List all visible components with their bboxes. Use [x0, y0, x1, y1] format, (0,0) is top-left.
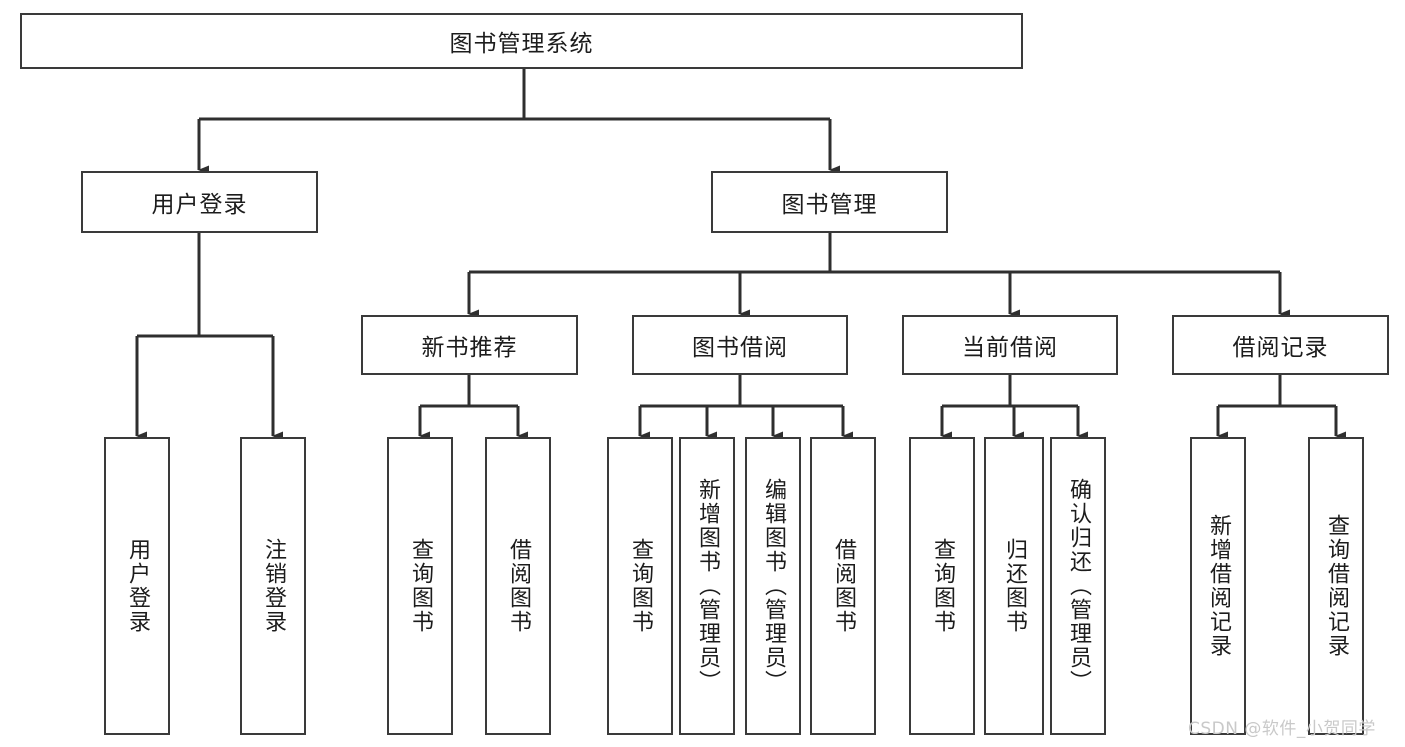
- node-leaf-return-book[interactable]: 归还图书: [984, 437, 1044, 735]
- node-label-leaf-user-logout: 注销登录: [260, 538, 286, 634]
- node-book-borrow[interactable]: 图书借阅: [632, 315, 848, 375]
- node-label-current-borrow: 当前借阅: [962, 335, 1058, 361]
- watermark: CSDN @软件_小贺同学: [1188, 719, 1376, 739]
- node-label-book-manage: 图书管理: [781, 192, 878, 218]
- node-label-leaf-borrow-book-1: 借阅图书: [505, 538, 531, 634]
- node-leaf-query-book-1[interactable]: 查询图书: [387, 437, 453, 735]
- node-label-leaf-query-record: 查询借阅记录: [1323, 514, 1349, 658]
- node-label-leaf-user-login: 用户登录: [124, 538, 150, 634]
- connector-lines: [135, 69, 1346, 441]
- node-label-leaf-return-book: 归还图书: [1001, 538, 1027, 634]
- node-label-leaf-confirm-return: 确认归还（管理员）: [1065, 478, 1091, 694]
- node-book-manage[interactable]: 图书管理: [711, 171, 948, 233]
- node-leaf-user-login[interactable]: 用户登录: [104, 437, 170, 735]
- node-label-leaf-query-book-3: 查询图书: [929, 538, 955, 634]
- node-leaf-query-book-3[interactable]: 查询图书: [909, 437, 975, 735]
- node-label-leaf-edit-book: 编辑图书（管理员）: [760, 478, 786, 694]
- node-label-user-login: 用户登录: [151, 192, 248, 218]
- node-label-book-borrow: 图书借阅: [692, 335, 788, 361]
- node-label-leaf-borrow-book-2: 借阅图书: [830, 538, 856, 634]
- node-leaf-user-logout[interactable]: 注销登录: [240, 437, 306, 735]
- node-label-new-book-recommend: 新书推荐: [421, 335, 518, 361]
- node-leaf-borrow-book-1[interactable]: 借阅图书: [485, 437, 551, 735]
- node-label-leaf-query-book-1: 查询图书: [407, 538, 433, 634]
- node-current-borrow[interactable]: 当前借阅: [902, 315, 1118, 375]
- node-borrow-record[interactable]: 借阅记录: [1172, 315, 1389, 375]
- node-label-leaf-query-book-2: 查询图书: [627, 538, 653, 634]
- node-leaf-query-record[interactable]: 查询借阅记录: [1308, 437, 1364, 735]
- node-label-leaf-add-book: 新增图书（管理员）: [694, 478, 720, 694]
- node-leaf-query-book-2[interactable]: 查询图书: [607, 437, 673, 735]
- node-user-login[interactable]: 用户登录: [81, 171, 318, 233]
- node-new-book-recommend[interactable]: 新书推荐: [361, 315, 578, 375]
- node-leaf-edit-book[interactable]: 编辑图书（管理员）: [745, 437, 801, 735]
- node-label-borrow-record: 借阅记录: [1232, 335, 1329, 361]
- node-label-root: 图书管理系统: [449, 31, 594, 57]
- node-leaf-confirm-return[interactable]: 确认归还（管理员）: [1050, 437, 1106, 735]
- node-leaf-add-book[interactable]: 新增图书（管理员）: [679, 437, 735, 735]
- node-leaf-borrow-book-2[interactable]: 借阅图书: [810, 437, 876, 735]
- node-label-leaf-add-record: 新增借阅记录: [1205, 514, 1231, 658]
- node-leaf-add-record[interactable]: 新增借阅记录: [1190, 437, 1246, 735]
- node-root[interactable]: 图书管理系统: [20, 13, 1023, 69]
